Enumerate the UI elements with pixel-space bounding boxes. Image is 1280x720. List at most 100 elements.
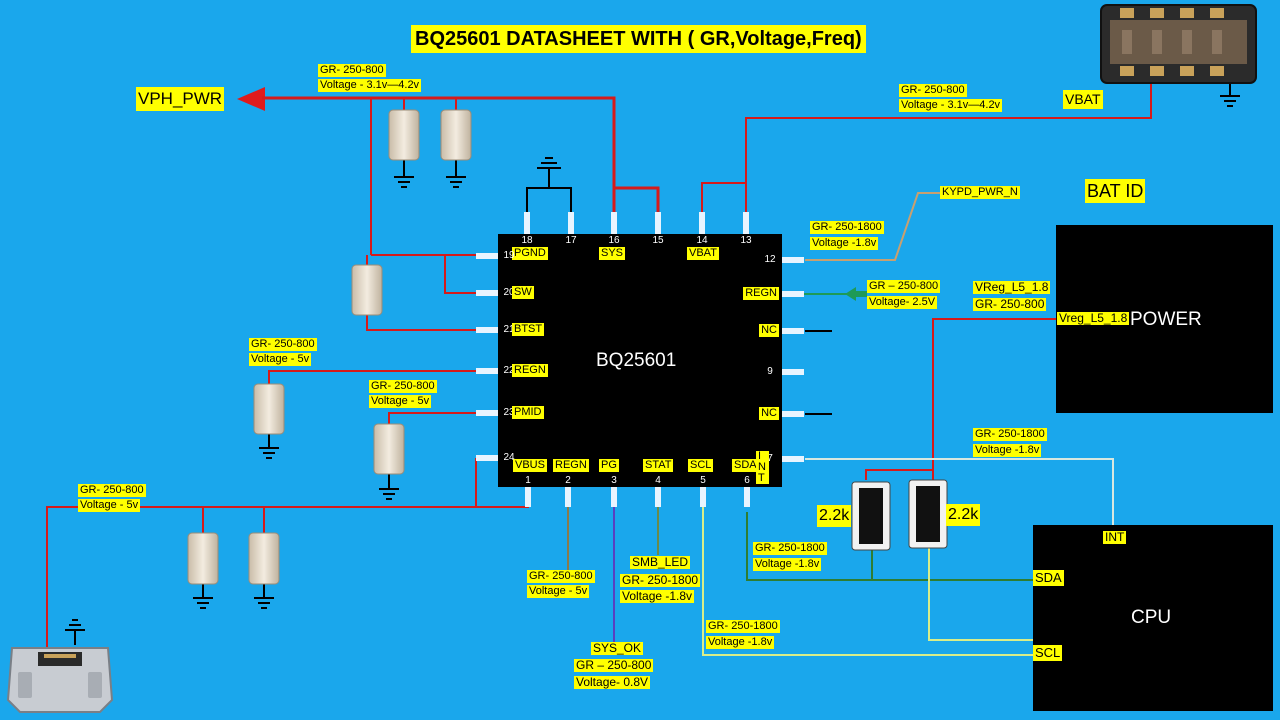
pin-number-5: 5	[700, 475, 706, 486]
pin-stub-3	[611, 487, 617, 507]
pin-number-20: 20	[503, 287, 515, 298]
pin-name-8: NC	[759, 407, 779, 420]
vph-pwr-arrow	[237, 87, 265, 111]
pin-number-6: 6	[744, 475, 750, 486]
pin-number-19: 19	[503, 250, 515, 261]
pin-number-12: 12	[764, 254, 776, 265]
capacitors	[187, 109, 472, 585]
pin-name-21: BTST	[512, 323, 545, 336]
pin-name-1: VBUS	[513, 459, 547, 472]
p7-voltage-label: Voltage -1.8v	[973, 444, 1042, 457]
pin-name-7: INT	[756, 451, 769, 484]
vreg-gr-label: GR- 250-800	[973, 297, 1047, 311]
pin-name-20: SW	[512, 286, 534, 299]
p4-gr-label: GR- 250-1800	[620, 573, 701, 587]
pin-name-22: REGN	[512, 364, 548, 377]
pin-number-23: 23	[503, 407, 515, 418]
vph-voltage-label: Voltage - 3.1v—4.2v	[318, 79, 422, 92]
pin-stub-24	[476, 455, 498, 461]
power-block-label: POWER	[1130, 309, 1202, 330]
p2-voltage-label: Voltage - 5v	[527, 585, 590, 598]
pin-stub-5	[700, 487, 706, 507]
pin-name-10: NC	[759, 324, 779, 337]
p2-gr-label: GR- 250-800	[527, 570, 595, 583]
p11-voltage-label: Voltage- 2.5V	[867, 296, 938, 309]
p3-voltage-label: Voltage- 0.8V	[574, 675, 651, 689]
p6-gr-label: GR- 250-1800	[753, 542, 827, 555]
kypd-wire	[805, 192, 940, 261]
pin-stub-13	[743, 212, 749, 234]
pin-number-15: 15	[652, 235, 664, 246]
resistors	[851, 479, 948, 551]
pin-name-14: VBAT	[687, 247, 719, 260]
vbus-gr-label: GR- 250-800	[78, 484, 146, 497]
pin-stub-21	[476, 327, 498, 333]
pin-name-23: PMID	[512, 406, 544, 419]
bat-id-label: BAT ID	[1085, 179, 1146, 203]
pin-stub-9	[782, 369, 804, 375]
pin-number-4: 4	[655, 475, 661, 486]
pin-number-7: 7	[767, 453, 773, 464]
vreg-l5-label-b: Vreg_L5_1.8	[1057, 311, 1130, 325]
chip-name: BQ25601	[596, 350, 677, 371]
int-wire	[805, 458, 1114, 525]
p23-gr-label: GR- 250-800	[369, 380, 437, 393]
pin-name-11: REGN	[743, 287, 779, 300]
pin-stub-15	[655, 212, 661, 234]
usb-connector-icon	[6, 647, 114, 713]
pin-stub-10	[782, 328, 804, 334]
p4-voltage-label: Voltage -1.8v	[620, 589, 695, 603]
p5-voltage-label: Voltage -1.8v	[706, 636, 775, 649]
pin-stub-20	[476, 290, 498, 296]
pin-number-1: 1	[525, 475, 531, 486]
p11-gr-label: GR – 250-800	[867, 280, 941, 293]
vbus-wire	[46, 506, 528, 648]
pin-name-3: PG	[599, 459, 619, 472]
ground-symbols	[65, 80, 1240, 645]
p12-gr-label: GR- 250-1800	[810, 221, 884, 234]
pin-stub-14	[699, 212, 705, 234]
cpu-scl-label: SCL	[1033, 645, 1063, 661]
pin-stub-6	[744, 487, 750, 507]
pin-name-4: STAT	[643, 459, 674, 472]
vbat-voltage-label: Voltage - 3.1v—4.2v	[899, 99, 1003, 112]
pin-stub-12	[782, 257, 804, 263]
sys-ok-label: SYS_OK	[591, 641, 644, 655]
bq25601-chip	[498, 234, 782, 487]
pin-stub-11	[782, 291, 804, 297]
pin-number-9: 9	[767, 366, 773, 377]
p7-gr-label: GR- 250-1800	[973, 428, 1047, 441]
pin-number-2: 2	[565, 475, 571, 486]
p23-voltage-label: Voltage - 5v	[369, 395, 432, 408]
vbus-voltage-label: Voltage - 5v	[78, 499, 141, 512]
resistor-a-label: 2.2k	[817, 505, 852, 527]
pin-stub-23	[476, 410, 498, 416]
pin-stub-7	[782, 456, 804, 462]
pin-name-6: SDA	[732, 459, 759, 472]
p22-voltage-label: Voltage - 5v	[249, 353, 312, 366]
pin-number-17: 17	[565, 235, 577, 246]
cpu-sda-label: SDA	[1033, 570, 1064, 586]
pin-number-22: 22	[503, 365, 515, 376]
vbat-wire	[745, 72, 1152, 212]
vbat-gr-label: GR- 250-800	[899, 84, 967, 97]
p12-voltage-label: Voltage -1.8v	[810, 237, 879, 250]
pin-number-14: 14	[696, 235, 708, 246]
pin-stub-22	[476, 368, 498, 374]
pin-number-13: 13	[740, 235, 752, 246]
pin-stub-16	[611, 212, 617, 234]
pin-name-2: REGN	[553, 459, 589, 472]
cpu-block-label: CPU	[1131, 607, 1172, 628]
vph-gr-label: GR- 250-800	[318, 64, 386, 77]
pin-stub-4	[655, 487, 661, 507]
pin-number-21: 21	[503, 324, 515, 335]
pin-stub-19	[476, 253, 498, 259]
vbat-label: VBAT	[1063, 90, 1103, 109]
p3-gr-label: GR – 250-800	[574, 658, 654, 672]
pin-stub-2	[565, 487, 571, 507]
scl-wire	[702, 488, 1034, 656]
pin-number-18: 18	[521, 235, 533, 246]
pin-number-24: 24	[503, 452, 515, 463]
